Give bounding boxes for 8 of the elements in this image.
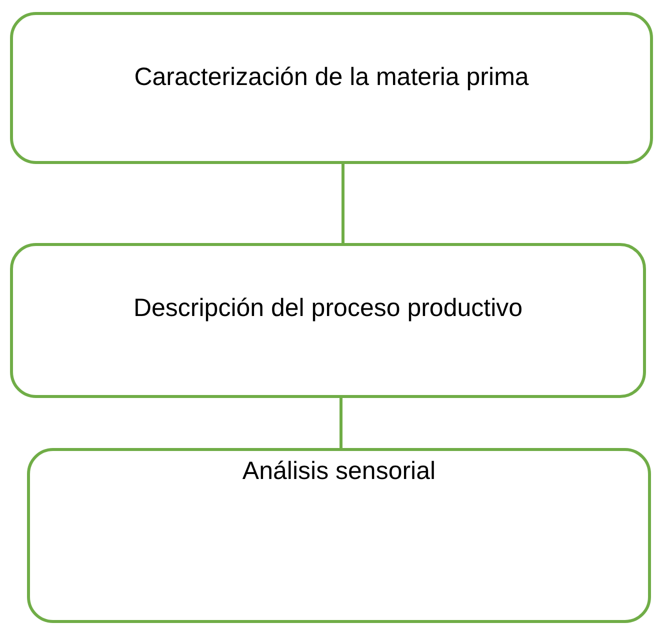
box-label: Descripción del proceso productivo <box>133 294 523 323</box>
process-box <box>27 448 651 623</box>
box-label: Caracterización de la materia prima <box>134 63 529 92</box>
connector-line <box>342 164 344 243</box>
process-box <box>10 243 646 398</box>
connector-line <box>340 398 342 448</box>
box-label: Análisis sensorial <box>242 457 436 486</box>
process-box <box>10 12 653 164</box>
